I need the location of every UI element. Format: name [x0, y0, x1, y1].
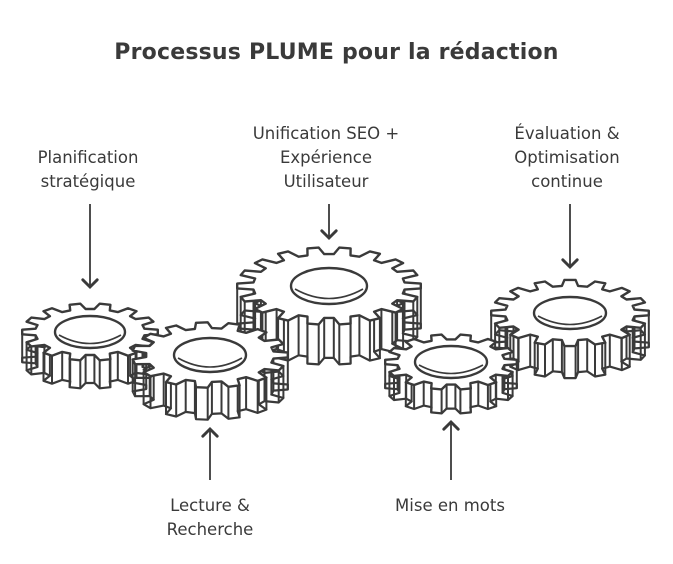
gear-planification — [21, 302, 159, 390]
label-line: continue — [531, 172, 603, 191]
label-line: Lecture & — [170, 496, 250, 515]
gear-mise — [384, 333, 518, 415]
gear-evaluation — [490, 278, 650, 380]
gear-unification — [236, 246, 422, 366]
label-line: Recherche — [166, 520, 254, 539]
label-line: stratégique — [40, 172, 136, 191]
diagram-title: Processus PLUME pour la rédaction — [114, 40, 559, 65]
label-line: Expérience — [279, 148, 372, 167]
label-line: Mise en mots — [395, 496, 505, 515]
label-lecture: Lecture & Recherche — [140, 494, 280, 542]
label-line: Optimisation — [514, 148, 620, 167]
label-line: Unification SEO + — [252, 124, 400, 143]
label-unification: Unification SEO + Expérience Utilisateur — [236, 122, 416, 194]
label-line: Planification — [37, 148, 139, 167]
label-planification: Planification stratégique — [18, 146, 158, 194]
label-line: Utilisateur — [283, 172, 369, 191]
label-evaluation: Évaluation & Optimisation continue — [492, 122, 642, 194]
gear-lecture — [131, 321, 289, 421]
label-line: Évaluation & — [514, 124, 620, 143]
label-mise: Mise en mots — [375, 494, 525, 518]
